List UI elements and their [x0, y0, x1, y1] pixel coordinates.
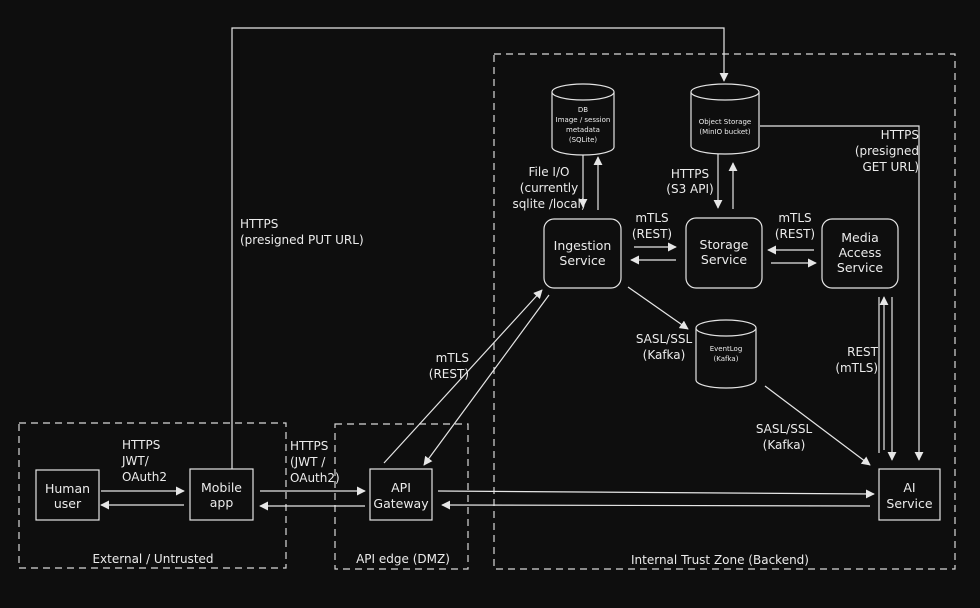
node-storage-service: Storage Service [685, 217, 763, 289]
node-ai-service: AI Service [878, 468, 941, 521]
label-gateway-ingestion: mTLS (REST) [429, 351, 469, 381]
svg-text:metadata: metadata [566, 126, 600, 134]
edge-ingestion-to-gateway [423, 294, 550, 466]
svg-text:Mobile: Mobile [201, 480, 242, 495]
svg-text:REST: REST [847, 345, 879, 359]
store-event-log: EventLog (Kafka) [695, 319, 757, 389]
svg-text:HTTPS: HTTPS [671, 167, 709, 181]
zone-dmz-label: API edge (DMZ) [356, 552, 450, 566]
svg-text:Object Storage: Object Storage [699, 118, 751, 126]
svg-text:(MinIO bucket): (MinIO bucket) [699, 128, 751, 136]
svg-text:HTTPS: HTTPS [290, 439, 328, 453]
svg-text:Human: Human [45, 481, 90, 496]
zone-external [18, 422, 287, 569]
svg-text:(REST): (REST) [429, 367, 469, 381]
svg-text:Ingestion: Ingestion [554, 238, 612, 253]
svg-text:(JWT /: (JWT / [290, 455, 326, 469]
svg-text:Service: Service [701, 252, 748, 267]
edge-app-to-object-storage [231, 27, 729, 469]
svg-text:(Kafka): (Kafka) [714, 355, 739, 363]
label-s3-api: HTTPS (S3 API) [666, 167, 713, 196]
edge-gateway-to-ai [437, 489, 875, 499]
node-ingestion-service: Ingestion Service [543, 218, 622, 289]
label-presigned-get: HTTPS (presigned GET URL) [855, 128, 919, 174]
svg-text:app: app [210, 495, 234, 510]
svg-text:(mTLS): (mTLS) [835, 361, 878, 375]
svg-text:sqlite /local): sqlite /local) [512, 197, 585, 211]
svg-text:DB: DB [578, 106, 588, 114]
edge-ai-to-gateway [441, 500, 871, 510]
svg-text:AI: AI [903, 480, 915, 495]
label-media-ai: REST (mTLS) [835, 345, 878, 375]
node-mobile-app: Mobile app [189, 468, 254, 521]
label-presigned-put: HTTPS (presigned PUT URL) [240, 217, 364, 247]
svg-text:(currently: (currently [520, 181, 578, 195]
store-db: DB Image / session metadata (SQLite) [551, 83, 615, 156]
svg-text:(presigned: (presigned [855, 144, 919, 158]
node-human-user: Human user [35, 469, 100, 521]
edge-gateway-to-ingestion [383, 289, 543, 464]
edge-ingestion-to-eventlog [627, 286, 689, 330]
svg-text:Image / session: Image / session [556, 116, 611, 124]
label-ingestion-storage: mTLS (REST) [632, 211, 672, 241]
svg-text:mTLS: mTLS [436, 351, 469, 365]
label-storage-media: mTLS (REST) [775, 211, 815, 241]
svg-text:mTLS: mTLS [635, 211, 668, 225]
svg-text:File I/O: File I/O [529, 165, 570, 179]
node-api-gateway: API Gateway [369, 468, 433, 521]
svg-text:(S3 API): (S3 API) [666, 182, 713, 196]
svg-text:Service: Service [837, 260, 884, 275]
label-user-app: HTTPS JWT/ OAuth2 [121, 438, 167, 484]
svg-text:Media: Media [841, 230, 879, 245]
svg-text:Service: Service [559, 253, 606, 268]
svg-text:SASL/SSL: SASL/SSL [756, 422, 813, 436]
svg-text:Access: Access [839, 245, 882, 260]
svg-text:mTLS: mTLS [778, 211, 811, 225]
svg-text:JWT/: JWT/ [121, 454, 150, 468]
svg-text:OAuth2): OAuth2) [290, 471, 340, 485]
store-object-storage: Object Storage (MinIO bucket) [690, 83, 760, 155]
svg-text:HTTPS: HTTPS [122, 438, 160, 452]
edge-eventlog-to-ai [764, 385, 871, 466]
svg-text:Gateway: Gateway [373, 496, 429, 511]
zone-dmz [334, 423, 469, 570]
svg-text:Storage: Storage [700, 237, 749, 252]
svg-text:user: user [54, 496, 82, 511]
label-app-gateway: HTTPS (JWT / OAuth2) [290, 439, 340, 485]
svg-text:(Kafka): (Kafka) [643, 348, 686, 362]
label-file-io: File I/O (currently sqlite /local) [512, 165, 585, 211]
svg-text:GET URL): GET URL) [862, 160, 919, 174]
svg-text:SASL/SSL: SASL/SSL [636, 332, 693, 346]
svg-text:(SQLite): (SQLite) [569, 136, 598, 144]
zone-external-label: External / Untrusted [92, 552, 213, 566]
svg-text:(presigned PUT URL): (presigned PUT URL) [240, 233, 364, 247]
svg-text:OAuth2: OAuth2 [122, 470, 167, 484]
svg-text:(REST): (REST) [775, 227, 815, 241]
label-ingestion-eventlog: SASL/SSL (Kafka) [636, 332, 693, 362]
zone-internal-label: Internal Trust Zone (Backend) [631, 553, 809, 567]
svg-text:API: API [391, 480, 411, 495]
node-media-access-service: Media Access Service [821, 218, 899, 289]
svg-text:HTTPS: HTTPS [240, 217, 278, 231]
svg-text:EventLog: EventLog [710, 345, 743, 353]
edge-object-storage-to-ai [760, 125, 924, 461]
svg-text:(REST): (REST) [632, 227, 672, 241]
svg-text:Service: Service [886, 496, 933, 511]
svg-text:(Kafka): (Kafka) [763, 438, 806, 452]
svg-text:HTTPS: HTTPS [881, 128, 919, 142]
label-eventlog-ai: SASL/SSL (Kafka) [756, 422, 813, 452]
